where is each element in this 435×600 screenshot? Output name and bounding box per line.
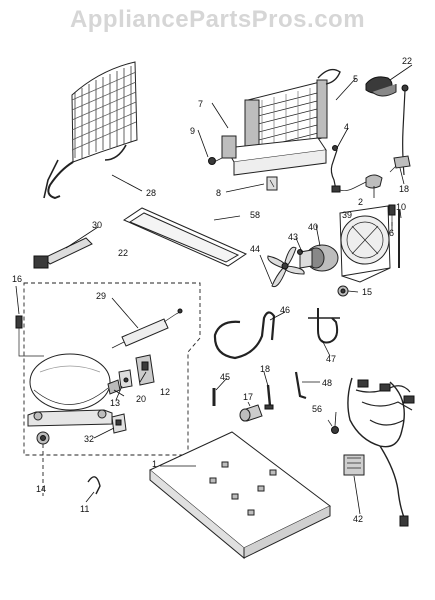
callout-1: 1 [152, 459, 157, 469]
callout-32: 32 [84, 434, 94, 444]
callout-43: 43 [288, 232, 298, 242]
fan-blade-44 [267, 246, 305, 288]
callout-11: 11 [80, 504, 89, 514]
callout-6: 6 [389, 228, 394, 238]
cord-30 [33, 237, 93, 269]
callout-18: 18 [260, 364, 270, 374]
clip-8 [266, 176, 278, 191]
callout-7: 7 [198, 99, 203, 109]
callout-14: 14 [36, 484, 46, 494]
bracket-48 [294, 371, 307, 400]
evaporator-tray [221, 135, 327, 176]
screw-56 [327, 419, 339, 434]
callout-44: 44 [250, 244, 260, 254]
callout-16: 16 [12, 274, 22, 284]
callout-45: 45 [220, 372, 230, 382]
callout-5: 5 [353, 74, 358, 84]
callout-47: 47 [326, 354, 336, 364]
callout-22: 22 [402, 56, 412, 66]
callout-28: 22 [118, 248, 128, 258]
grommet-14 [36, 431, 50, 496]
callout-15: 15 [362, 287, 372, 297]
callout-labels: 28 7 9 8 5 22 4 18 2 10 6 39 58 30 40 43… [12, 56, 412, 524]
callout-10: 10 [396, 202, 406, 212]
compressor [27, 353, 113, 427]
terminator-2 [339, 174, 383, 192]
callout-8: 8 [216, 188, 221, 198]
callout-42: 42 [353, 514, 363, 524]
overload-13 [118, 369, 133, 389]
callout-48: 48 [322, 378, 332, 388]
capacitor-29 [111, 308, 183, 349]
leader-lines [15, 64, 413, 515]
cover-32 [111, 413, 127, 434]
callout-29: 29 [96, 291, 106, 301]
relay-12 [135, 354, 155, 386]
callout-20: 20 [136, 394, 146, 404]
evaporator [244, 68, 341, 161]
callout-30: 30 [92, 220, 102, 230]
condenser-coil [43, 61, 138, 200]
screw-9 [208, 157, 223, 165]
sensor-4 [330, 145, 341, 193]
callout-13: 13 [110, 398, 120, 408]
clip-11 [87, 476, 101, 495]
nut-15 [337, 285, 349, 297]
callout-56: 56 [312, 404, 322, 414]
connector-19 [389, 155, 411, 173]
drip-tray-58 [122, 207, 248, 267]
callout-58: 58 [250, 210, 260, 220]
fan-motor-40 [297, 244, 339, 272]
callout-17: 17 [243, 392, 253, 402]
watermark-logo: AppliancePartsPros.com [69, 6, 366, 33]
compressor-group-28 [23, 282, 201, 456]
harness-42 [343, 377, 415, 527]
callout-4: 4 [344, 122, 349, 132]
callout-19: 18 [399, 184, 409, 194]
spacer-17 [239, 404, 263, 422]
bolt-16 [15, 315, 44, 357]
base-pan-1 [149, 431, 331, 560]
callout-40: 40 [308, 222, 318, 232]
probe-10 [401, 84, 409, 176]
utube-47 [308, 308, 340, 344]
callout-46: 46 [280, 305, 290, 315]
fan-shroud-39 [339, 205, 391, 283]
callout-9: 9 [190, 126, 195, 136]
tube-46 [213, 311, 276, 360]
callout-3: 28 [146, 188, 156, 198]
cap-22 [365, 76, 397, 97]
bolt-18 [264, 384, 274, 410]
callout-12: 12 [160, 387, 170, 397]
callout-2: 2 [358, 197, 363, 207]
callout-39: 39 [342, 210, 352, 220]
